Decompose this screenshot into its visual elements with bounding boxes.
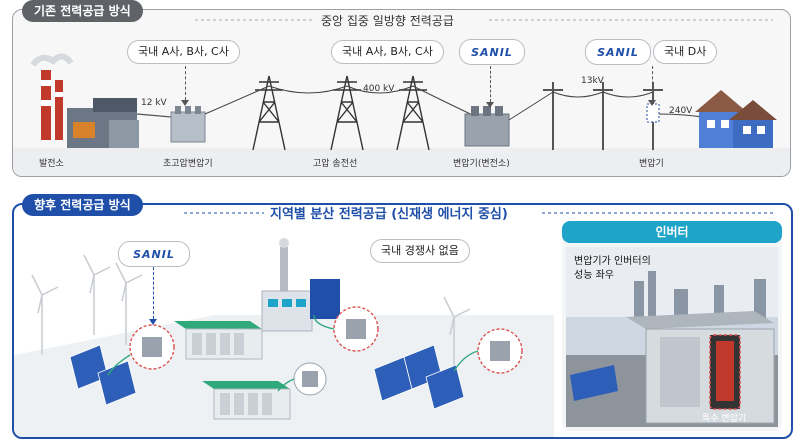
transmission-tower-icon-3 [396, 75, 430, 151]
ultra-high-voltage-transformer-icon [170, 106, 206, 143]
arrow-down-icon-3 [648, 100, 656, 106]
future-subtitle: 지역별 분산 전력공급 (신재생 에너지 중심) [270, 207, 508, 222]
arrow-down-icon [181, 100, 189, 106]
transformer-circle-icon [129, 306, 523, 396]
inverter-caption: 변압기가 인버터의 성능 좌우 [574, 256, 651, 281]
sanil-logo-text-3: SANIL [133, 247, 175, 261]
voltage-label-400kv: 400 kV [363, 84, 395, 94]
city-skyline-icon [634, 271, 766, 321]
dashed-pointer-3 [652, 66, 653, 100]
sanil-logo-text: SANIL [471, 45, 513, 59]
label-transformer: 변압기 [639, 159, 664, 169]
arrow-down-icon-4 [149, 319, 157, 325]
inverter-cabinet-icon [626, 311, 775, 424]
house-icon [695, 90, 777, 148]
voltage-label-12kv: 12 kV [141, 98, 167, 108]
sanil-logo-3: SANIL [118, 241, 190, 267]
substation-transformer-icon [464, 106, 510, 147]
dashed-pointer-2 [490, 66, 491, 102]
legacy-subtitle: 중앙 집중 일방향 전력공급 [321, 14, 454, 28]
sanil-logo-text-2: SANIL [597, 45, 639, 59]
legacy-supply-panel: 중앙 집중 일방향 전력공급 국내 A사, B사, C사 국내 A사, B사, … [12, 9, 791, 177]
transmission-tower-icon [252, 75, 286, 151]
factory-icon [261, 238, 340, 332]
label-power-plant: 발전소 [39, 159, 64, 169]
inverter-title: 인버터 [655, 225, 689, 239]
label-transmission-line: 고압 송전선 [313, 159, 358, 169]
competitor-pill-mid: 국내 A사, B사, C사 [331, 40, 444, 64]
competitor-pill-left: 국내 A사, B사, C사 [127, 40, 240, 64]
wind-turbine-icon [31, 254, 471, 375]
transmission-tower-icon-2 [330, 75, 364, 151]
label-ultra-transformer: 초고압변압기 [163, 159, 213, 169]
solar-panel-icon-2 [570, 365, 618, 401]
sanil-logo: SANIL [459, 39, 525, 65]
dashed-pointer-4 [153, 267, 154, 319]
future-supply-illustration [14, 212, 782, 437]
battery-container-icon [174, 321, 291, 420]
competitor-pill-right: 국내 D사 [653, 40, 718, 64]
future-supply-panel: 지역별 분산 전력공급 (신재생 에너지 중심) SANIL 국내 경쟁사 없음… [12, 203, 793, 439]
label-substation: 변압기(변전소) [453, 159, 510, 169]
no-competitor-pill: 국내 경쟁사 없음 [370, 239, 470, 263]
voltage-label-13kv: 13kV [581, 76, 604, 86]
voltage-label-240v: 240V [669, 106, 693, 116]
future-supply-tag: 향후 전력공급 방식 [22, 194, 143, 216]
arrow-down-icon-2 [486, 102, 494, 108]
special-transformer-label: 특수 변압기 [702, 414, 747, 424]
solar-panel-icon [69, 344, 465, 410]
dashed-pointer [185, 66, 186, 100]
legacy-supply-tag: 기존 전력공급 방식 [22, 0, 143, 22]
legacy-supply-illustration [13, 19, 790, 176]
power-plant-icon [30, 53, 139, 148]
sanil-logo-2: SANIL [585, 39, 651, 65]
